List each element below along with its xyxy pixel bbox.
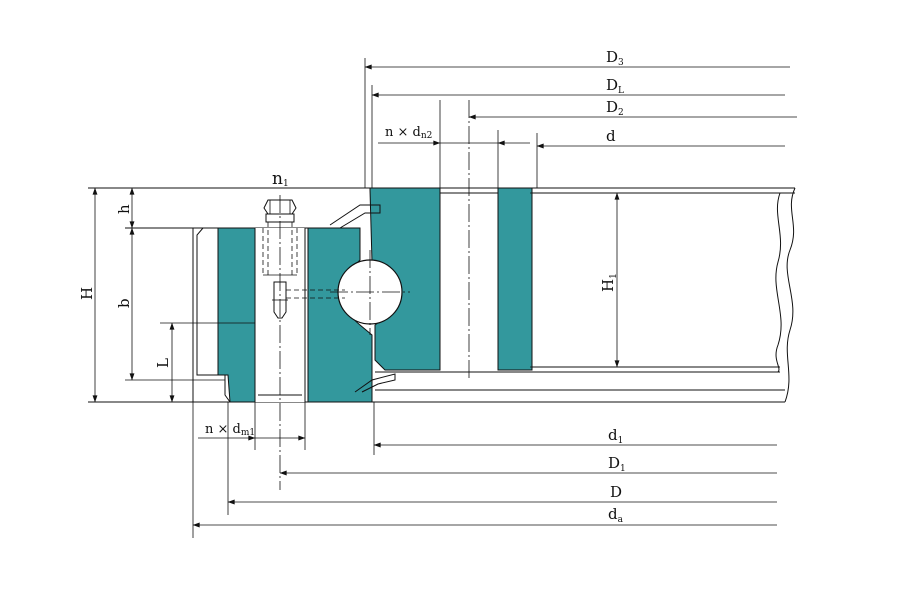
label-DL: DL <box>606 76 624 96</box>
dimension-labels: D3 DL D2 d n × dn2 n1 H h b L H1 n × dm1… <box>78 48 626 525</box>
inner-ring-section <box>369 187 533 371</box>
label-n-x-dm1: n × dm1 <box>205 422 255 438</box>
label-H: H <box>78 287 96 300</box>
break-line <box>784 187 796 403</box>
label-d1: d1 <box>608 426 623 446</box>
label-H1: H1 <box>599 273 619 292</box>
outline-lines <box>88 187 796 403</box>
label-n1: n1 <box>272 169 289 189</box>
label-L: L <box>154 358 172 368</box>
label-b: b <box>115 298 133 308</box>
label-da: da <box>608 505 624 525</box>
mounting-bolt <box>254 195 345 490</box>
label-D1: D1 <box>608 454 626 474</box>
label-D: D <box>610 483 622 501</box>
label-d: d <box>606 127 616 145</box>
dimension-lines <box>92 64 797 528</box>
extension-lines <box>125 58 625 538</box>
rolling-ball <box>330 250 410 335</box>
label-h: h <box>115 204 133 214</box>
label-n-x-dn2: n × dn2 <box>385 125 432 141</box>
seals <box>329 204 396 393</box>
label-D2: D2 <box>606 98 624 118</box>
label-D3: D3 <box>606 48 624 68</box>
